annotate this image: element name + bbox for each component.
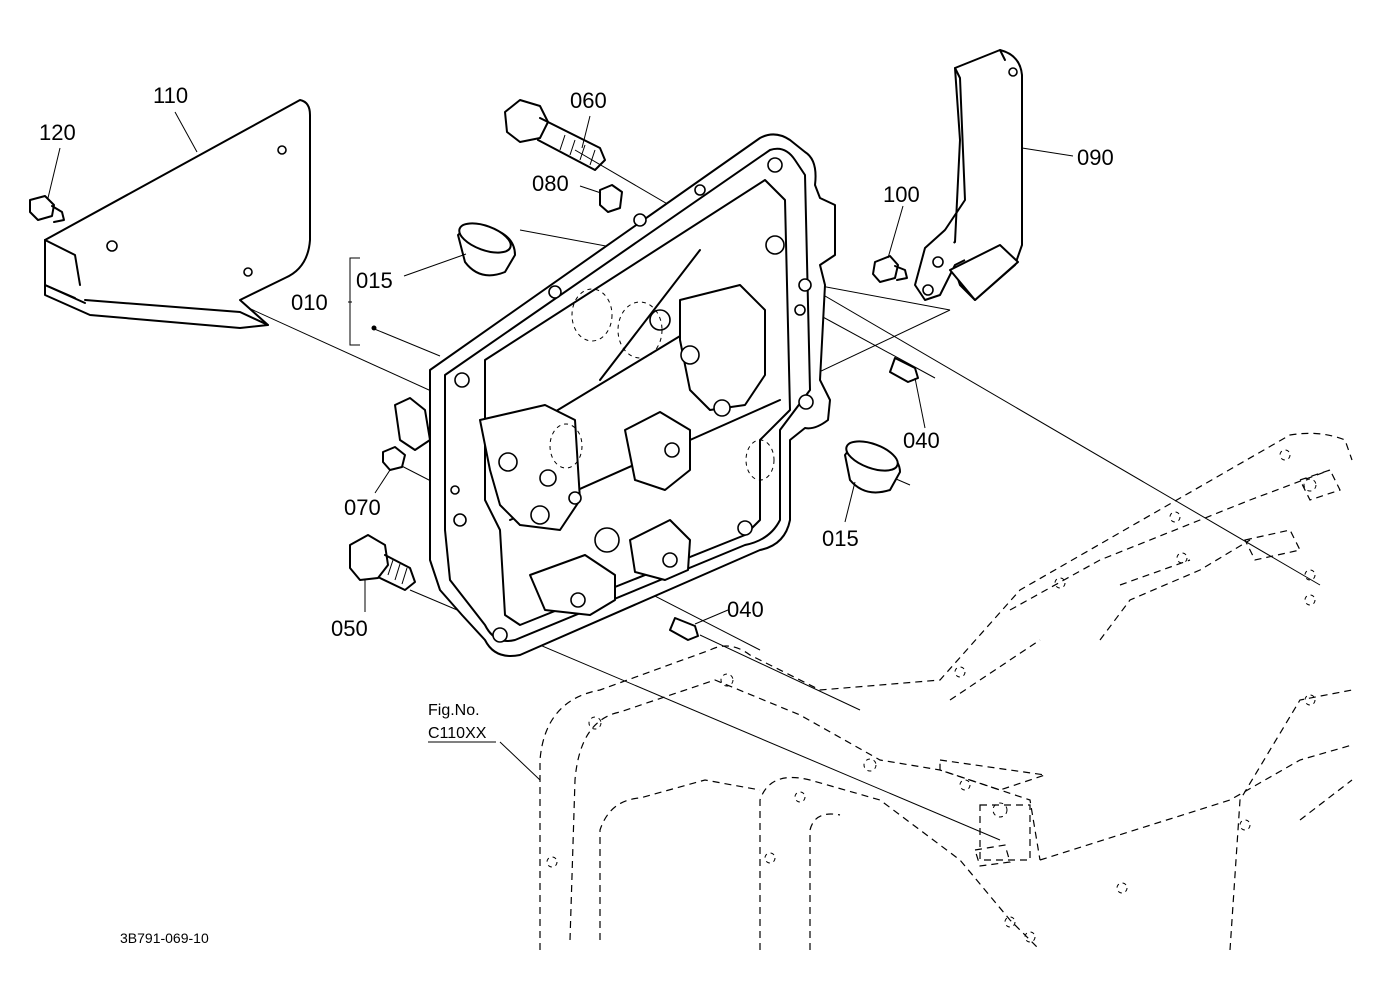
bracket-110 [44, 99, 311, 329]
bracket-090 [914, 49, 1023, 301]
leader-lines [47, 111, 1074, 781]
bolt-060 [504, 99, 606, 171]
callout-040-upper: 040 [903, 428, 940, 453]
callout-015-upper: 015 [356, 268, 393, 293]
bolt-120 [29, 195, 65, 223]
callout-050: 050 [331, 616, 368, 641]
drawing-number: 3B791-069-10 [120, 930, 209, 946]
bushing-015-upper [457, 222, 516, 277]
callout-010: 010 [291, 290, 328, 315]
callout-080: 080 [532, 171, 569, 196]
plug-070 [382, 446, 406, 471]
callout-090: 090 [1077, 145, 1114, 170]
housing-010 [394, 133, 836, 657]
callout-070: 070 [344, 495, 381, 520]
callout-110: 110 [153, 83, 188, 108]
plug-080 [599, 184, 623, 213]
bolt-100 [872, 255, 908, 283]
callout-015-lower: 015 [822, 526, 859, 551]
transmission-case [539, 432, 1353, 951]
callout-100: 100 [883, 182, 920, 207]
callout-060: 060 [570, 88, 607, 113]
callout-040-lower: 040 [727, 597, 764, 622]
fig-number-label: Fig.No. [428, 702, 480, 719]
bolt-050 [349, 534, 416, 591]
callout-120: 120 [39, 120, 76, 145]
pin-040-upper [889, 357, 919, 383]
bushing-015-lower [844, 440, 901, 494]
fig-number-code: C110XX [428, 725, 487, 742]
pin-040-lower [669, 617, 699, 641]
callout-labels: 110 120 060 080 015 010 090 100 040 070 … [39, 83, 1114, 946]
